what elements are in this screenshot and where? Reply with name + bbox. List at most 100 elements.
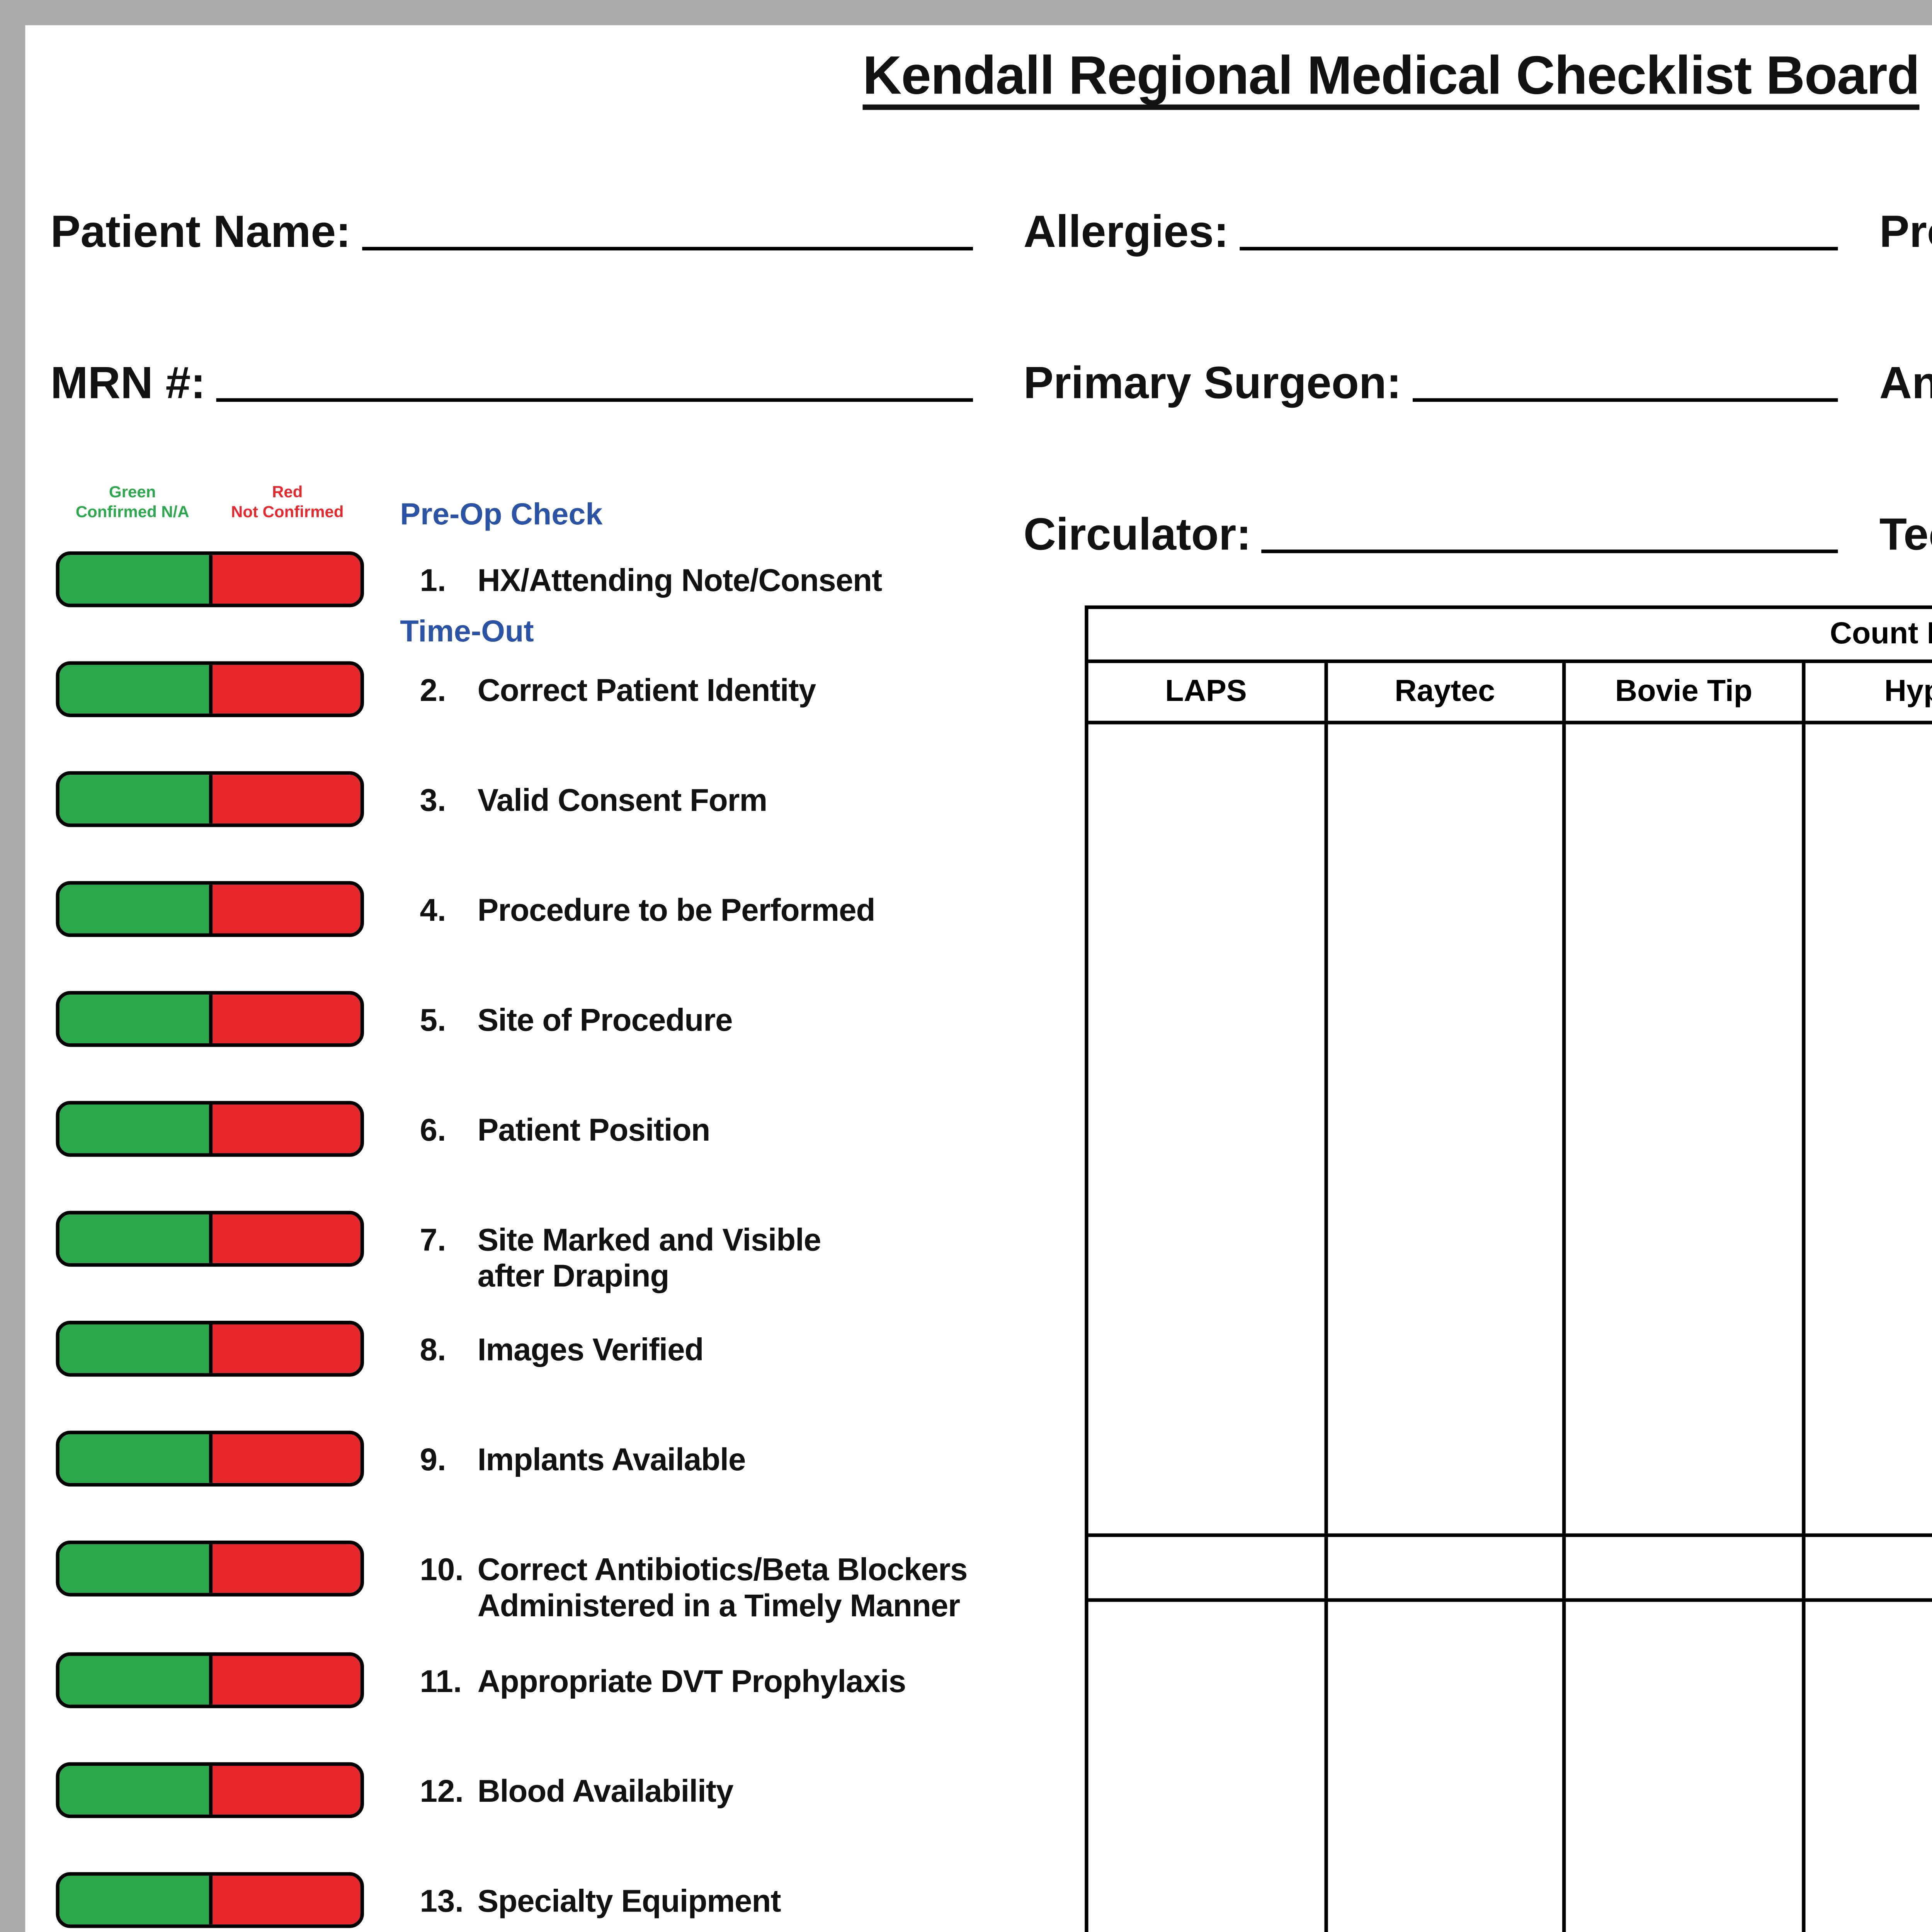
confirm-toggle[interactable]: [56, 1101, 364, 1157]
item-number: 11.: [420, 1662, 462, 1699]
toggle-red-not-confirmed[interactable]: [211, 1765, 361, 1815]
count-cell[interactable]: [1088, 1537, 1327, 1599]
checklist-row-9: 9. Implants Available: [56, 1430, 1137, 1487]
confirm-toggle[interactable]: [56, 661, 364, 717]
toggle-red-not-confirmed[interactable]: [211, 1214, 361, 1263]
count-cell[interactable]: [1566, 1602, 1805, 1932]
confirm-toggle[interactable]: [56, 1762, 364, 1818]
count-board-table: Count Board LAPS Raytec Bovie Tip Hypo B…: [1085, 605, 1932, 1932]
item-label: Correct Patient Identity: [477, 671, 816, 707]
patient-name-write-line[interactable]: [361, 247, 973, 251]
item-number: 9.: [420, 1440, 446, 1477]
confirm-toggle[interactable]: [56, 1321, 364, 1377]
count-cell[interactable]: [1327, 1537, 1566, 1599]
field-procedure: Procedure:: [1879, 195, 1932, 256]
confirm-toggle[interactable]: [56, 1211, 364, 1267]
item-label: Blood Availability: [477, 1772, 734, 1808]
column-header-bovie-tip: Bovie Tip: [1566, 663, 1805, 721]
toggle-green-confirmed[interactable]: [59, 1104, 212, 1153]
section-time-out: Time-Out: [400, 614, 534, 649]
checklist-row-7: 7. Site Marked and Visible after Draping: [56, 1211, 1137, 1293]
toggle-red-not-confirmed[interactable]: [211, 1324, 361, 1373]
item-number: 8.: [420, 1330, 446, 1367]
confirm-toggle[interactable]: [56, 551, 364, 607]
item-number: 6.: [420, 1111, 446, 1147]
toggle-green-confirmed[interactable]: [59, 1324, 212, 1373]
item-number: 1.: [420, 561, 446, 597]
count-cell[interactable]: [1805, 1537, 1932, 1599]
toggle-red-not-confirmed[interactable]: [211, 995, 361, 1043]
toggle-red-not-confirmed[interactable]: [211, 555, 361, 604]
confirm-toggle[interactable]: [56, 1652, 364, 1708]
primary-surgeon-label: Primary Surgeon:: [1023, 358, 1401, 409]
field-mrn: MRN #:: [51, 346, 973, 407]
confirm-toggle[interactable]: [56, 991, 364, 1047]
toggle-green-confirmed[interactable]: [59, 665, 212, 714]
toggle-red-not-confirmed[interactable]: [211, 1876, 361, 1925]
item-number: 12.: [420, 1772, 464, 1808]
toggle-green-confirmed[interactable]: [59, 1656, 212, 1705]
checklist-row-4: 4. Procedure to be Performed: [56, 881, 1137, 937]
count-cell[interactable]: [1805, 724, 1932, 1534]
toggle-green-confirmed[interactable]: [59, 555, 212, 604]
toggle-red-not-confirmed[interactable]: [211, 665, 361, 714]
mrn-write-line[interactable]: [216, 398, 973, 402]
item-label: Patient Position: [477, 1111, 711, 1147]
item-number: 13.: [420, 1882, 464, 1918]
count-cell[interactable]: [1805, 1602, 1932, 1932]
circulator-write-line[interactable]: [1262, 549, 1838, 553]
count-cell[interactable]: [1088, 724, 1327, 1534]
checklist-row-8: 8. Images Verified: [56, 1321, 1137, 1377]
toggle-green-confirmed[interactable]: [59, 1765, 212, 1815]
toggle-green-confirmed[interactable]: [59, 884, 212, 934]
field-allergies: Allergies:: [1024, 195, 1838, 256]
toggle-green-confirmed[interactable]: [59, 995, 212, 1043]
item-number: 10.: [420, 1550, 464, 1587]
checklist-row-2: 2. Correct Patient Identity: [56, 661, 1137, 717]
item-label: Site Marked and Visible after Draping: [477, 1221, 821, 1293]
confirm-toggle[interactable]: [56, 1872, 364, 1928]
toggle-green-confirmed[interactable]: [59, 775, 212, 824]
item-label: Correct Antibiotics/Beta Blockers Admini…: [477, 1550, 968, 1623]
column-header-laps: LAPS: [1088, 663, 1327, 721]
count-cell[interactable]: [1566, 1537, 1805, 1599]
toggle-red-not-confirmed[interactable]: [211, 1544, 361, 1593]
field-patient-name: Patient Name:: [51, 195, 973, 256]
toggle-green-confirmed[interactable]: [59, 1214, 212, 1263]
count-board-title: Count Board: [1088, 609, 1932, 663]
confirm-toggle[interactable]: [56, 1541, 364, 1597]
allergies-write-line[interactable]: [1239, 247, 1838, 251]
toggle-red-not-confirmed[interactable]: [211, 884, 361, 934]
confirm-toggle[interactable]: [56, 881, 364, 937]
confirm-toggle[interactable]: [56, 1430, 364, 1487]
count-cell[interactable]: [1327, 1602, 1566, 1932]
count-cell[interactable]: [1088, 1602, 1327, 1932]
legend-green-confirmed: Green Confirmed N/A: [75, 483, 189, 520]
tech-label: Tech:: [1879, 510, 1932, 561]
field-circulator: Circulator:: [1024, 497, 1838, 559]
count-cell[interactable]: [1327, 724, 1566, 1534]
toggle-red-not-confirmed[interactable]: [211, 1434, 361, 1483]
item-label: Implants Available: [477, 1440, 746, 1477]
toggle-red-not-confirmed[interactable]: [211, 775, 361, 824]
anesthesiologist-label: Anesthesiologist:: [1879, 358, 1932, 409]
toggle-red-not-confirmed[interactable]: [211, 1104, 361, 1153]
toggle-green-confirmed[interactable]: [59, 1434, 212, 1483]
item-label: Specialty Equipment: [477, 1882, 781, 1918]
count-cell[interactable]: [1566, 724, 1805, 1534]
legend-red-not-confirmed: Red Not Confirmed: [231, 483, 344, 520]
toggle-green-confirmed[interactable]: [59, 1544, 212, 1593]
toggle-green-confirmed[interactable]: [59, 1876, 212, 1925]
toggle-red-not-confirmed[interactable]: [211, 1656, 361, 1705]
confirm-toggle[interactable]: [56, 771, 364, 827]
checklist-row-3: 3. Valid Consent Form: [56, 771, 1137, 827]
checklist-row-5: 5. Site of Procedure: [56, 991, 1137, 1047]
checklist-row-12: 12. Blood Availability: [56, 1762, 1137, 1818]
item-label: Site of Procedure: [477, 1001, 733, 1037]
primary-surgeon-write-line[interactable]: [1412, 398, 1838, 402]
item-number: 3.: [420, 781, 446, 817]
allergies-label: Allergies:: [1023, 207, 1229, 258]
checklist-row-13: 13. Specialty Equipment: [56, 1872, 1137, 1928]
mrn-label: MRN #:: [50, 358, 206, 409]
